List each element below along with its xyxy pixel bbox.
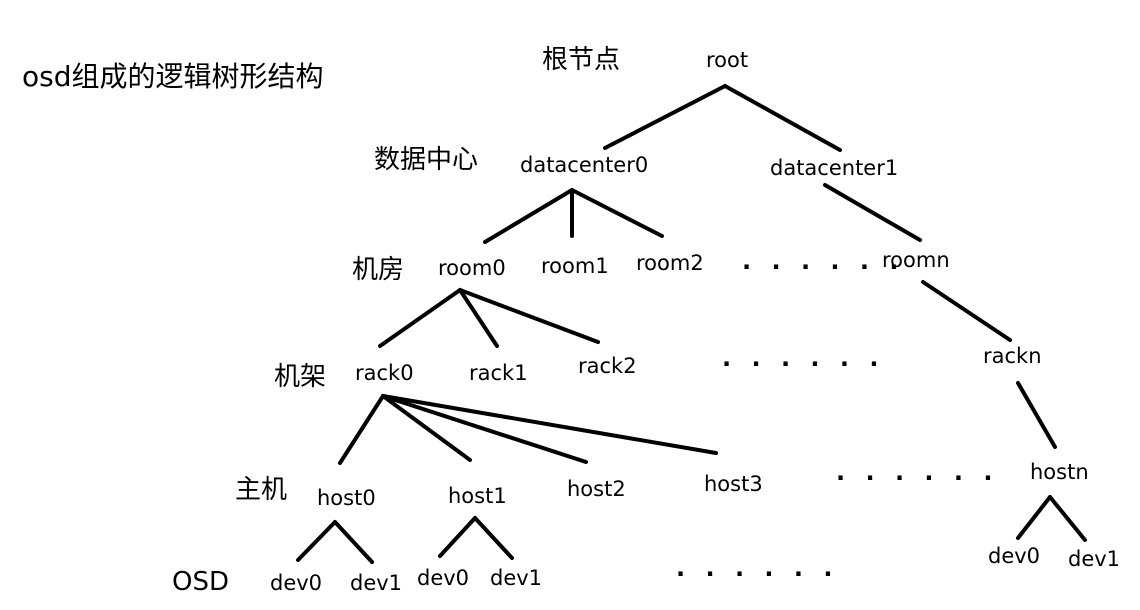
ellipsis-rack-level: · · · · · ·: [722, 350, 884, 378]
level-label-host: 主机: [235, 475, 287, 505]
node-host3: host3: [704, 472, 763, 496]
node-roomn: roomn: [882, 248, 950, 272]
node-host1-dev0: dev0: [417, 566, 469, 590]
edge-root-datacenter1: [723, 84, 842, 152]
node-host0: host0: [317, 486, 376, 510]
level-label-rack: 机架: [274, 362, 326, 392]
edge-host0-dev0: [296, 520, 337, 562]
edge-rack0-host1: [381, 394, 472, 462]
node-room1: room1: [541, 254, 609, 278]
node-datacenter0: datacenter0: [520, 153, 648, 177]
node-rack2: rack2: [578, 354, 637, 378]
node-rack1: rack1: [469, 361, 528, 385]
node-root: root: [706, 48, 748, 72]
node-room2: room2: [636, 251, 704, 275]
edge-datacenter1-roomn: [823, 183, 922, 242]
edge-root-datacenter0: [603, 84, 727, 150]
edge-datacenter0-room0: [483, 188, 574, 244]
edge-roomn-rackn: [921, 280, 1012, 342]
edge-room0-rack1: [458, 288, 499, 348]
node-host1-dev1: dev1: [490, 566, 542, 590]
tree-edges: [296, 84, 1087, 564]
node-room0: room0: [438, 256, 506, 280]
node-rackn: rackn: [983, 344, 1042, 368]
node-host0-dev0: dev0: [270, 571, 322, 595]
edge-host0-dev1: [333, 520, 374, 564]
level-label-room: 机房: [352, 255, 404, 285]
node-datacenter1: datacenter1: [770, 156, 898, 180]
edge-host1-dev1: [473, 516, 514, 560]
diagram-title: osd组成的逻辑树形结构: [22, 60, 324, 93]
node-host0-dev1: dev1: [350, 571, 402, 595]
edge-host1-dev0: [438, 516, 477, 558]
node-rack0: rack0: [355, 361, 414, 385]
node-hostn-dev0: dev0: [988, 544, 1040, 568]
edge-rackn-hostn: [1016, 381, 1057, 449]
ellipsis-osd-level: · · · · · ·: [676, 560, 838, 588]
node-host2: host2: [567, 477, 626, 501]
edge-datacenter0-room2: [570, 188, 664, 238]
edge-hostn-dev0: [1016, 495, 1052, 540]
level-label-root: 根节点: [542, 45, 620, 75]
ellipsis-host-level: · · · · · ·: [836, 464, 998, 492]
node-hostn: hostn: [1030, 460, 1089, 484]
edge-rack0-host2: [381, 394, 588, 464]
edge-room0-rack2: [458, 288, 600, 344]
level-label-osd: OSD: [172, 567, 229, 597]
edge-room0-rack0: [378, 288, 462, 348]
level-label-datacenter: 数据中心: [374, 145, 478, 175]
edge-rack0-host3: [381, 394, 718, 455]
ellipsis-room-level: · · · · · ·: [742, 253, 904, 281]
edge-rack0-host0: [338, 394, 385, 465]
node-hostn-dev1: dev1: [1068, 547, 1120, 571]
edge-hostn-dev1: [1048, 495, 1087, 542]
node-host1: host1: [448, 484, 507, 508]
